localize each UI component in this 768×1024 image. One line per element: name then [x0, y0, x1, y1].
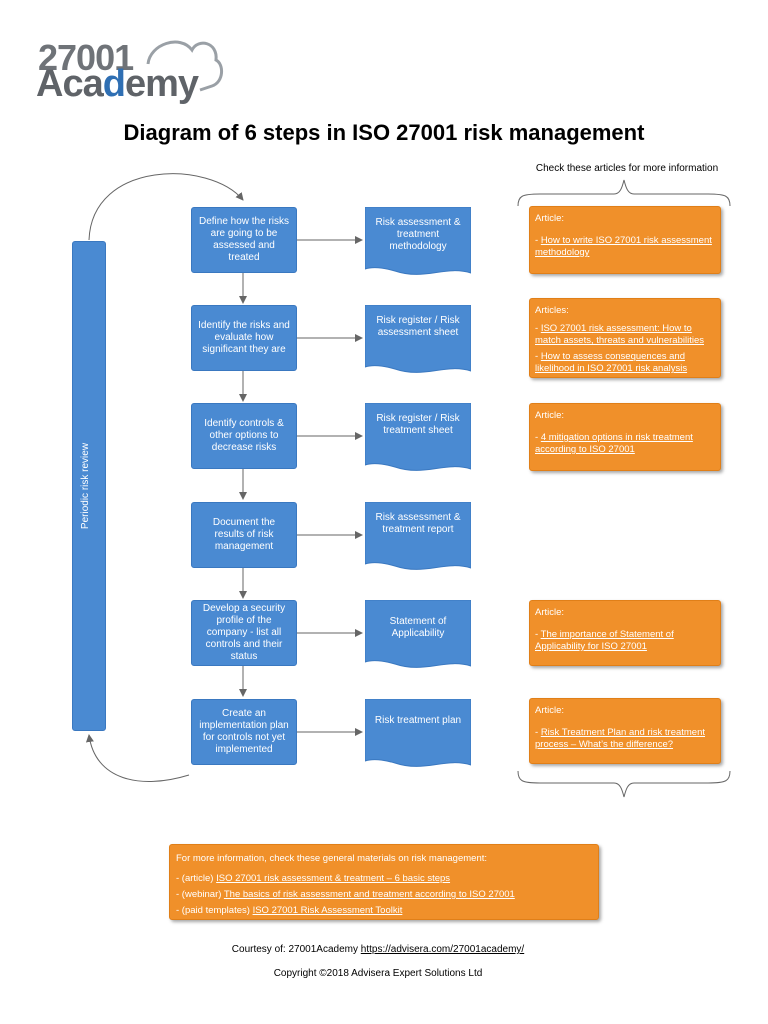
article-link[interactable]: How to write ISO 27001 risk assessment m… — [535, 235, 712, 258]
step-4-box: Document the results of risk management — [191, 502, 297, 568]
logo-number: 27001 — [38, 37, 134, 78]
page-title: Diagram of 6 steps in ISO 27001 risk man… — [123, 120, 645, 145]
check-articles-note: Check these articles for more informatio… — [535, 163, 719, 174]
courtesy-line: Courtesy of: 27001Academy https://advise… — [231, 944, 525, 955]
doc-4: Risk assessment & treatment report — [364, 501, 472, 572]
document-shape-icon — [364, 599, 472, 668]
doc-2-label: Risk register / Risk assessment sheet — [376, 315, 460, 338]
doc-3: Risk register / Risk treatment sheet — [364, 402, 472, 473]
doc-1: Risk assessment & treatment methodology — [364, 206, 472, 277]
article-link[interactable]: Risk Treatment Plan and risk treatment p… — [535, 727, 706, 750]
logo-word: Academy — [36, 63, 199, 105]
general-heading: For more information, check these genera… — [176, 853, 487, 864]
courtesy-link[interactable]: https://advisera.com/27001academy/ — [360, 944, 525, 955]
general-link[interactable]: ISO 27001 Risk Assessment Toolkit — [252, 905, 403, 916]
doc-4-label: Risk assessment & treatment report — [375, 512, 461, 535]
card-heading: Article: — [535, 705, 565, 716]
doc-1-label: Risk assessment & treatment methodology — [375, 217, 461, 252]
doc-5-label: Statement of Applicability — [389, 616, 447, 639]
card-heading: Article: — [535, 410, 565, 421]
periodic-review-bar — [72, 241, 106, 731]
card-heading: Article: — [535, 213, 565, 224]
step-1-box: Define how the risks are going to be ass… — [191, 207, 297, 273]
article-link[interactable]: How to assess consequences and likelihoo… — [535, 351, 688, 374]
step-5-box: Develop a security profile of the compan… — [191, 600, 297, 666]
step-3-box: Identify controls & other options to dec… — [191, 403, 297, 469]
article-card-5: Article: - Risk Treatment Plan and risk … — [529, 698, 721, 764]
article-link[interactable]: 4 mitigation options in risk treatment a… — [535, 432, 693, 455]
cloud-icon — [146, 40, 223, 92]
article-card-3: Article: - 4 mitigation options in risk … — [529, 403, 721, 471]
periodic-review-label: Periodic risk review — [80, 442, 91, 530]
article-card-1: Article: - How to write ISO 27001 risk a… — [529, 206, 721, 274]
doc-6-label: Risk treatment plan — [374, 715, 462, 726]
card-heading: Article: — [535, 607, 565, 618]
doc-5: Statement of Applicability — [364, 599, 472, 670]
general-item: - (article) ISO 27001 risk assessment & … — [176, 873, 451, 884]
general-link[interactable]: The basics of risk assessment and treatm… — [223, 889, 515, 900]
doc-3-label: Risk register / Risk treatment sheet — [376, 413, 460, 436]
article-card-2: Articles: - ISO 27001 risk assessment: H… — [529, 298, 721, 378]
step-6-box: Create an implementation plan for contro… — [191, 699, 297, 765]
document-shape-icon — [364, 501, 472, 570]
general-item: - (webinar) The basics of risk assessmen… — [176, 889, 515, 900]
doc-2: Risk register / Risk assessment sheet — [364, 304, 472, 375]
card-heading: Articles: — [535, 305, 569, 316]
document-shape-icon — [364, 206, 472, 275]
general-materials-box: For more information, check these genera… — [169, 844, 599, 920]
article-card-4: Article: - The importance of Statement o… — [529, 600, 721, 666]
step-2-box: Identify the risks and evaluate how sign… — [191, 305, 297, 371]
general-item: - (paid templates) ISO 27001 Risk Assess… — [176, 905, 403, 916]
document-shape-icon — [364, 304, 472, 373]
general-link[interactable]: ISO 27001 risk assessment & treatment – … — [216, 873, 451, 884]
document-shape-icon — [364, 698, 472, 767]
article-link[interactable]: The importance of Statement of Applicabi… — [535, 629, 674, 652]
doc-6: Risk treatment plan — [364, 698, 472, 769]
copyright: Copyright ©2018 Advisera Expert Solution… — [273, 968, 483, 979]
document-shape-icon — [364, 402, 472, 471]
article-link[interactable]: ISO 27001 risk assessment: How to match … — [535, 323, 704, 346]
